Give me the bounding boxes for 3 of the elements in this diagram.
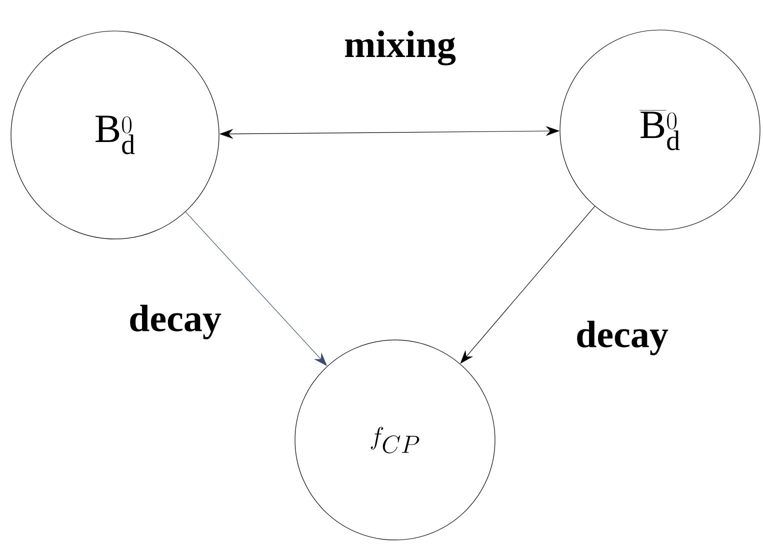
edge-label: mixing	[342, 28, 458, 68]
edge-label: decay	[126, 302, 224, 342]
edge-label: decay	[574, 318, 670, 358]
